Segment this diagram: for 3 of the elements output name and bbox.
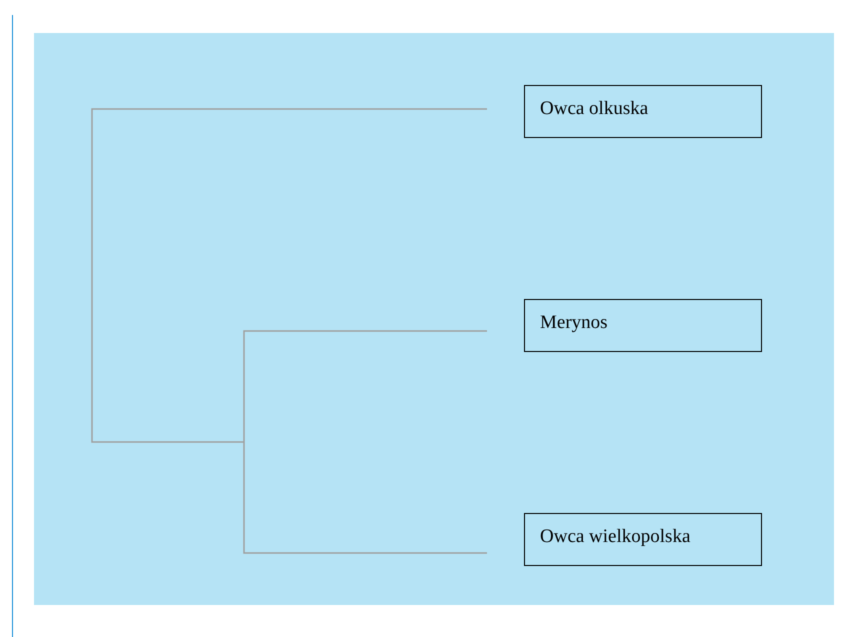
label-box: Owca olkuska — [524, 85, 762, 138]
label-box: Merynos — [524, 299, 762, 352]
label-box: Owca wielkopolska — [524, 513, 762, 566]
